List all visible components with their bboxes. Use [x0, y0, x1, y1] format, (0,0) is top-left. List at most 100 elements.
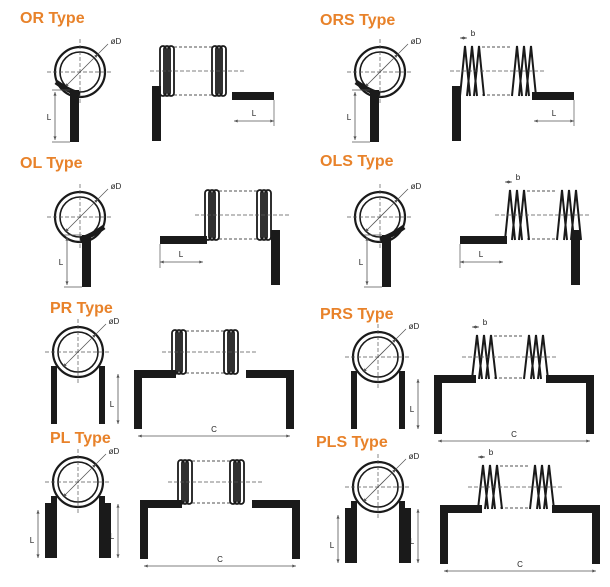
spring-leg-foot-left — [45, 503, 57, 558]
center-dim-arrowhead — [144, 564, 148, 568]
spring-leg — [82, 235, 91, 287]
length-dim-arrowhead — [416, 559, 420, 563]
spring-leg-foot-right — [99, 503, 111, 558]
diameter-label: øD — [411, 37, 422, 46]
length-label: L — [59, 258, 64, 267]
diameter-leader — [397, 188, 409, 200]
spring-leg — [382, 235, 391, 287]
spring-leg-vertical — [271, 230, 280, 285]
length-label: L — [410, 537, 415, 546]
length-dim-arrowhead — [416, 509, 420, 513]
length-label: L — [552, 109, 557, 118]
spring-leg-foot-right — [399, 508, 411, 563]
pitch-dim-arrowhead — [508, 180, 512, 184]
panel-title: OR Type — [20, 10, 85, 27]
diameter-leader — [97, 43, 109, 55]
spring-leg-right — [99, 366, 105, 424]
diameter-dim-arrowhead — [392, 339, 396, 343]
coil-winding — [543, 464, 555, 510]
spring-leg-bend — [379, 224, 406, 242]
center-label: C — [517, 560, 523, 569]
spring-arm-right — [252, 500, 300, 559]
length-dim-arrowhead — [353, 136, 357, 140]
pitch-dim-arrowhead — [460, 36, 464, 40]
coil-winding — [525, 45, 537, 97]
length-dim-arrowhead — [116, 554, 120, 558]
pitch-label: b — [483, 318, 488, 327]
length-dim-arrowhead — [234, 119, 238, 123]
length-label: L — [110, 532, 115, 541]
panel-title: ORS Type — [320, 12, 396, 29]
pitch-dim-arrowhead — [478, 455, 482, 459]
coil-winding — [570, 189, 582, 241]
length-dim-arrowhead — [336, 559, 340, 563]
spring-leg — [70, 90, 79, 142]
length-dim-arrowhead — [65, 281, 69, 285]
diameter-dim-arrowhead — [363, 368, 367, 372]
panel-title: PL Type — [50, 430, 111, 447]
diameter-leader — [97, 188, 109, 200]
spring-arm-right — [246, 370, 294, 429]
diameter-label: øD — [111, 182, 122, 191]
coil-winding — [518, 189, 530, 241]
length-label: L — [359, 258, 364, 267]
length-dim-arrowhead — [416, 425, 420, 429]
spring-leg-horizontal — [532, 92, 574, 100]
length-dim-arrowhead — [365, 281, 369, 285]
length-label: L — [179, 250, 184, 259]
length-dim-arrowhead — [365, 237, 369, 241]
center-dim-arrowhead — [286, 434, 290, 438]
center-dim-arrowhead — [138, 434, 142, 438]
spring-leg-horizontal — [160, 236, 207, 244]
center-dim-arrowhead — [444, 569, 448, 573]
diameter-dim-arrowhead — [394, 54, 398, 58]
diameter-dim-arrowhead — [92, 334, 96, 338]
spring-leg-bend — [79, 224, 106, 242]
panel-title: OLS Type — [320, 153, 394, 170]
diameter-label: øD — [409, 322, 420, 331]
center-dim-arrowhead — [586, 439, 590, 443]
spring-arm-left — [140, 500, 182, 559]
center-label: C — [217, 555, 223, 564]
center-dim-arrowhead — [592, 569, 596, 573]
length-dim-arrowhead — [36, 510, 40, 514]
pitch-dim-arrowhead — [505, 180, 509, 184]
diameter-label: øD — [409, 452, 420, 461]
spring-leg — [370, 90, 379, 142]
length-dim-arrowhead — [160, 260, 164, 264]
length-label: L — [410, 405, 415, 414]
diameter-dim-arrowhead — [365, 228, 369, 232]
spring-leg-vertical — [152, 86, 161, 141]
panel-title: PLS Type — [316, 434, 388, 451]
diameter-dim — [64, 198, 99, 233]
panel-title: PR Type — [50, 300, 113, 317]
length-dim-arrowhead — [116, 420, 120, 424]
diameter-dim-arrowhead — [92, 464, 96, 468]
length-label: L — [110, 400, 115, 409]
length-dim-arrowhead — [199, 260, 203, 264]
length-dim-arrowhead — [499, 260, 503, 264]
length-label: L — [479, 250, 484, 259]
diameter-dim-arrowhead — [63, 493, 67, 497]
length-dim-arrowhead — [416, 379, 420, 383]
diameter-dim-arrowhead — [94, 54, 98, 58]
diameter-label: øD — [111, 37, 122, 46]
pitch-dim-arrowhead — [481, 455, 485, 459]
center-dim-arrowhead — [292, 564, 296, 568]
length-dim-arrowhead — [36, 554, 40, 558]
diameter-dim-arrowhead — [363, 498, 367, 502]
length-label: L — [30, 536, 35, 545]
spring-arm-right — [552, 505, 600, 564]
spring-leg-left — [51, 366, 57, 424]
pitch-label: b — [489, 448, 494, 457]
spring-leg-horizontal — [232, 92, 274, 100]
panel-title: OL Type — [20, 155, 83, 172]
diameter-dim — [362, 468, 397, 503]
panel-title: PRS Type — [320, 306, 394, 323]
diameter-leader — [395, 458, 407, 470]
center-dim-arrowhead — [438, 439, 442, 443]
